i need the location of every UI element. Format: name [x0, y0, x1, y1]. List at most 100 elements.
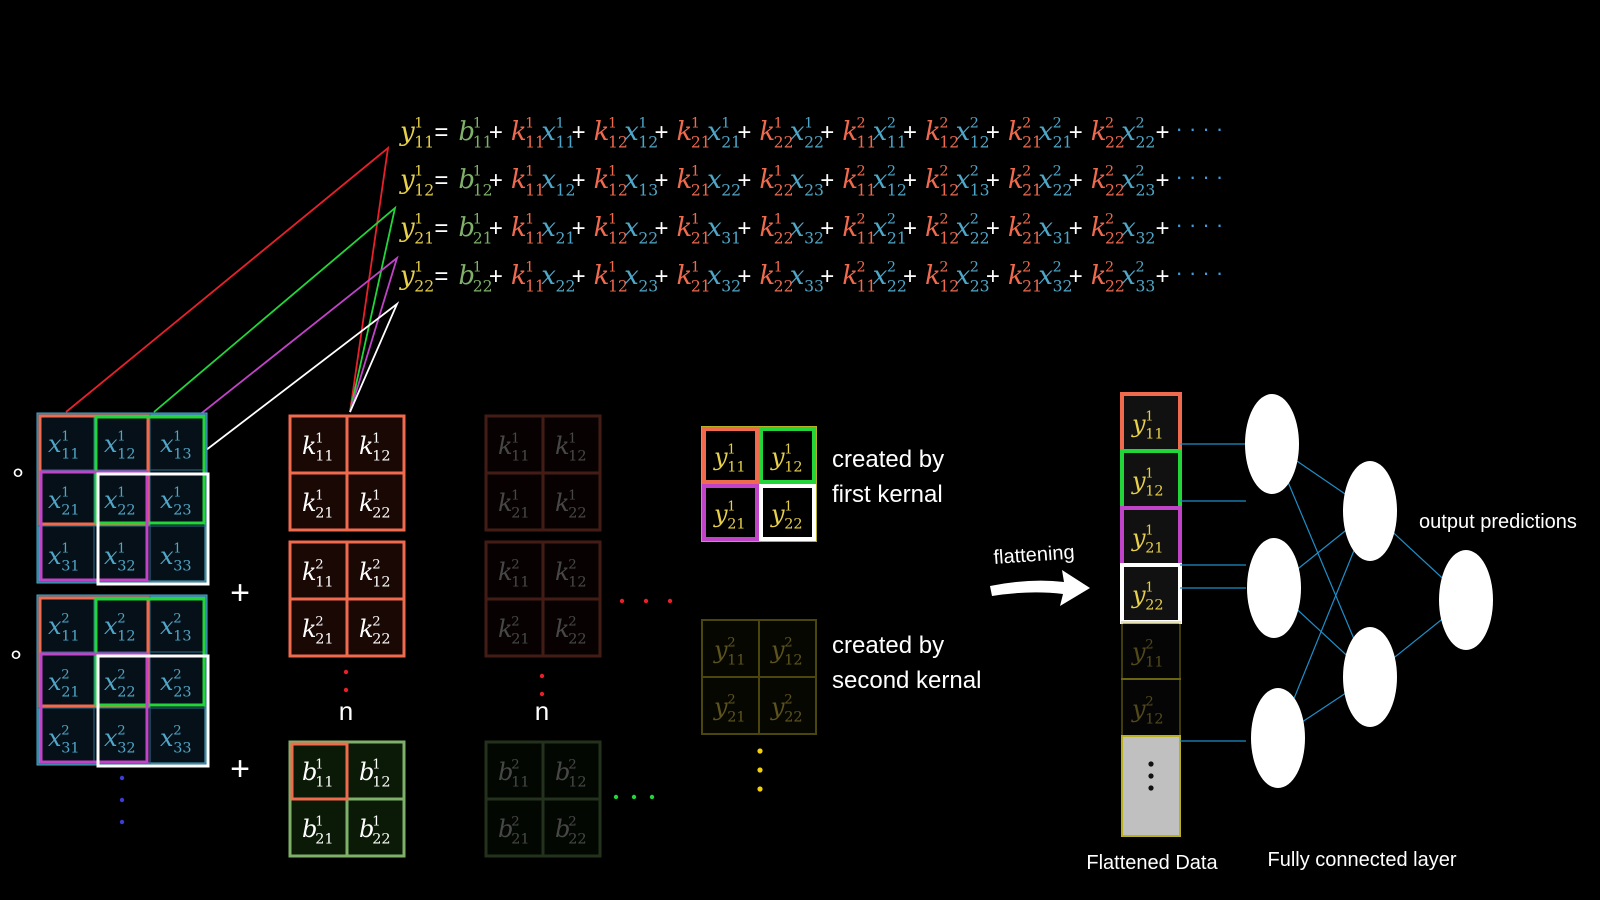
input-cell-symbol-sup: 1	[173, 541, 181, 556]
neuron-layer-1	[1251, 688, 1305, 788]
kernel-2-channel-2-symbol-sub: 21	[511, 632, 529, 648]
eq-term-k-sub: 22	[1105, 277, 1125, 295]
kernel-hdots	[667, 598, 673, 604]
eq-term-k-letter: k	[594, 117, 610, 147]
eq-term-k-letter: k	[1008, 117, 1024, 147]
feature-map-2-symbol-letter: y	[770, 636, 785, 664]
eq-plus: +	[903, 263, 917, 290]
eq-term-x-sup: 2	[1053, 116, 1062, 132]
hadamard-operator-1: ∘	[9, 457, 27, 488]
eq-term-x-letter: x	[707, 165, 722, 195]
kernel-count-n-2: n	[535, 696, 549, 726]
eq-term-x-sub: 22	[638, 229, 658, 247]
eq-plus: +	[572, 215, 586, 242]
eq-term-k-letter: k	[511, 261, 527, 291]
eq-term-x-sup: 2	[887, 260, 896, 276]
feature-map-1-symbol-sup: 1	[727, 442, 735, 457]
eq-term-b-sub: 11	[473, 133, 493, 151]
bias-2-symbol-sup: 2	[511, 757, 519, 772]
input-cell-symbol-sup: 2	[117, 667, 125, 682]
eq-term-x-sub: 21	[721, 133, 741, 151]
eq-plus: +	[655, 215, 669, 242]
eq-y-symbol-sup: 1	[414, 116, 423, 132]
eq-y-symbol-letter: y	[399, 117, 415, 147]
eq-term-x-sub: 13	[970, 181, 990, 199]
bias-1-symbol-sub: 12	[372, 775, 390, 791]
kernel-1-channel-2-symbol-sub: 11	[315, 575, 333, 591]
eq-term-k-letter: k	[511, 117, 527, 147]
input-cell-symbol-sub: 22	[117, 503, 135, 519]
bias-1-symbol-letter: b	[359, 815, 374, 843]
eq-term-x-sup: 1	[721, 116, 730, 132]
eq-term-x-letter: x	[1121, 213, 1136, 243]
eq-term-k-sub: 22	[774, 277, 794, 295]
feature-map-2-cell	[701, 619, 760, 678]
input-cell-symbol-sup: 1	[173, 485, 181, 500]
eq-term-k-sup: 2	[939, 116, 948, 132]
eq-term-x-sub: 33	[804, 277, 824, 295]
feature-map-2-cell	[701, 676, 760, 735]
feature-map-vdots	[757, 748, 763, 754]
input-cell-symbol-letter: x	[160, 542, 174, 570]
kernel-1-channel-2-symbol-letter: k	[302, 558, 317, 586]
eq-term-k-sup: 1	[608, 164, 617, 180]
flattened-cell-symbol-sub: 21	[1145, 541, 1163, 557]
eq-term-k-letter: k	[1008, 213, 1024, 243]
eq-term-k-sup: 1	[525, 164, 534, 180]
eq-term-k-letter: k	[594, 165, 610, 195]
eq-term-b-sup: 1	[473, 164, 482, 180]
eq-plus: +	[1156, 263, 1170, 290]
kernel-vdots	[539, 673, 545, 679]
feature-map-2-symbol-sub: 11	[727, 653, 745, 669]
eq-term-x-letter: x	[1038, 261, 1053, 291]
feature-map-1-cell	[759, 427, 816, 484]
eq-term-x-sup: 2	[1135, 164, 1144, 180]
eq-term-k-sup: 2	[1105, 212, 1114, 228]
input-cell-symbol-sup: 1	[117, 429, 125, 444]
eq-term-x-letter: x	[541, 165, 556, 195]
eq-term-x-sup: 2	[970, 116, 979, 132]
input-cell-symbol-sup: 2	[61, 611, 69, 626]
feature-map-2-symbol-sup: 2	[784, 635, 792, 650]
receptive-field-white	[96, 654, 210, 768]
eq-term-k-sub: 11	[857, 229, 877, 247]
flattened-vdots	[1148, 773, 1154, 779]
output-predictions-label: output predictions	[1419, 511, 1577, 533]
eq-term-k-letter: k	[594, 261, 610, 291]
input-cell-symbol-sup: 1	[61, 541, 69, 556]
caption-second-line-2: second kernal	[832, 667, 981, 694]
input-cell-symbol-sup: 1	[117, 541, 125, 556]
eq-term-x-letter: x	[624, 261, 639, 291]
eq-plus: +	[489, 167, 503, 194]
eq-term-k-sup: 2	[939, 164, 948, 180]
vdots-dot	[119, 775, 125, 781]
eq-term-k-letter: k	[1091, 165, 1107, 195]
eq-term-k-sup: 2	[1022, 116, 1031, 132]
bias-1-symbol-sub: 22	[372, 832, 390, 848]
eq-term-k-sub: 22	[774, 133, 794, 151]
eq-y-symbol-letter: y	[399, 165, 415, 195]
eq-term-k-sup: 2	[1022, 164, 1031, 180]
eq-term-k-sup: 1	[608, 212, 617, 228]
